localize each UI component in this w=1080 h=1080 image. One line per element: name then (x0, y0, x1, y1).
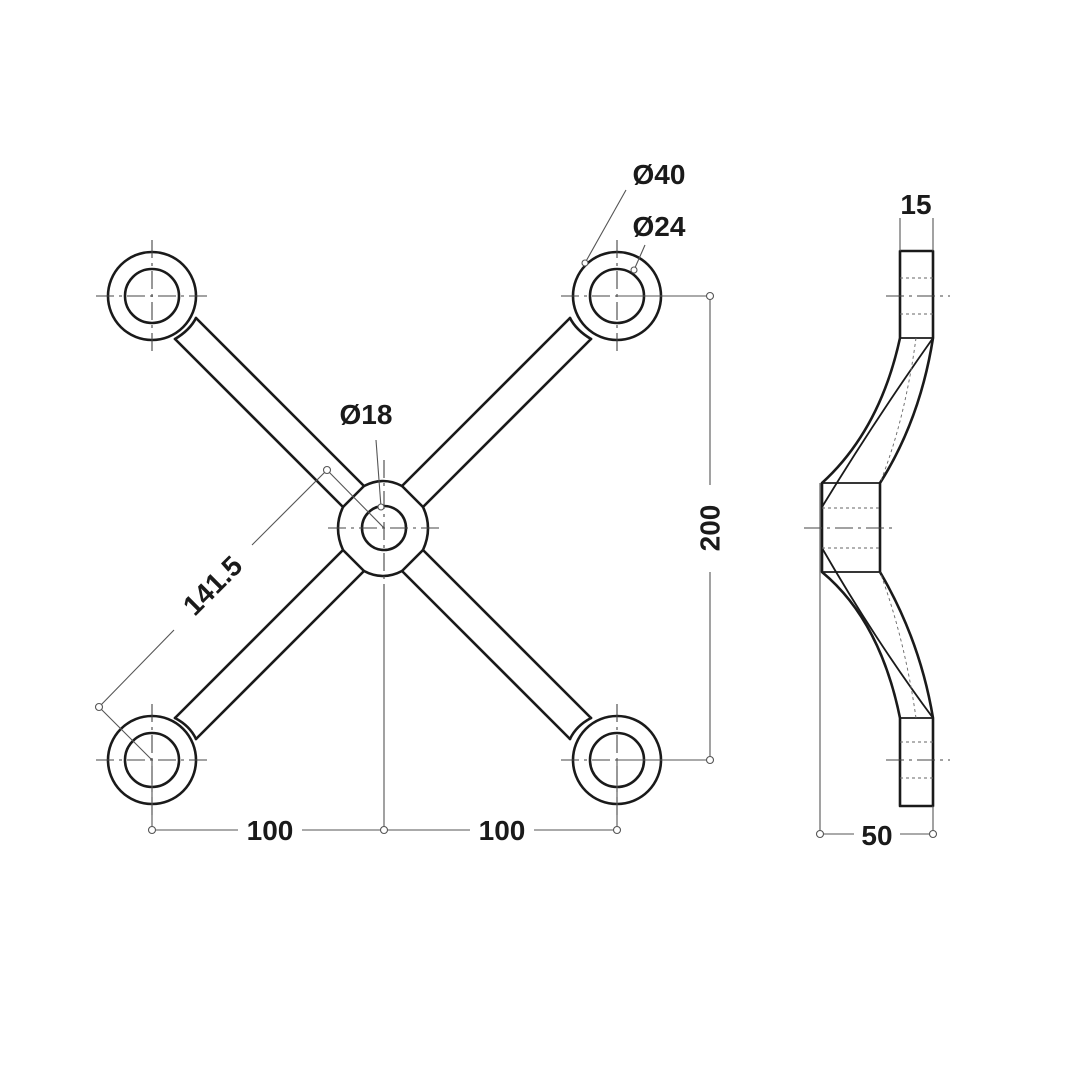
arm-bottom-left (173, 548, 366, 741)
front-view: 141.5 Ø18 Ø40 Ø24 200 (94, 159, 726, 846)
side-arm-inner-curve-lower (821, 547, 934, 719)
dim-eye-diameters: Ø40 Ø24 (581, 159, 686, 274)
central-hub (336, 479, 430, 578)
outer-diameter-label: Ø40 (633, 159, 686, 190)
arm-ring-joints (173, 316, 593, 741)
side-hidden-lines (822, 277, 933, 779)
dim-horizontal: 100 100 (147, 600, 622, 846)
dim-center-hole: Ø18 (340, 399, 393, 511)
arm-top-left (173, 316, 366, 509)
side-profile-outline (820, 249, 935, 808)
side-view: 15 50 (804, 189, 950, 851)
side-arm-inner-curve (821, 337, 934, 508)
left-spacing-label: 100 (247, 815, 294, 846)
vertical-span-label: 200 (695, 505, 726, 552)
arm-top-right (400, 316, 593, 509)
depth-label: 50 (861, 820, 892, 851)
hole-diameter-label: Ø24 (633, 211, 686, 242)
dim-thickness: 15 (899, 189, 934, 251)
thickness-label: 15 (900, 189, 931, 220)
dim-depth: 50 (815, 483, 938, 851)
arm-bottom-right (400, 548, 593, 741)
side-center-lines (804, 295, 950, 761)
diagonal-length-label: 141.5 (177, 550, 248, 621)
right-spacing-label: 100 (479, 815, 526, 846)
dim-vertical: 200 (617, 291, 726, 765)
center-hole-diameter-label: Ø18 (340, 399, 393, 430)
